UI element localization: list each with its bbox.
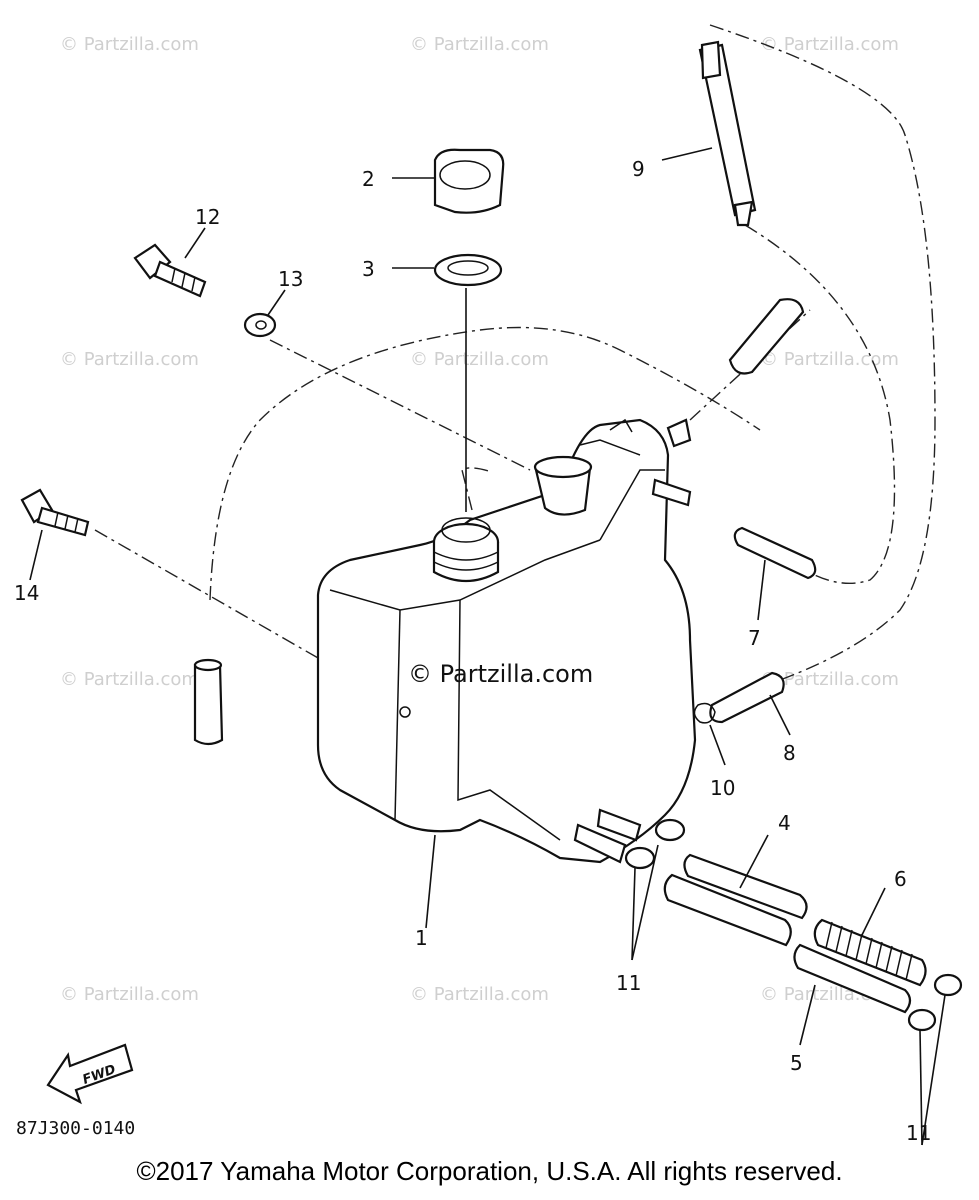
diagram-part-number: 87J300-0140	[16, 1118, 135, 1139]
washer-13	[243, 312, 277, 338]
callout-2: 2	[362, 167, 375, 191]
callout-13: 13	[278, 267, 303, 291]
hose-5	[793, 943, 912, 1014]
watermark: © Partzilla.com	[410, 349, 549, 370]
callout-3: 3	[362, 257, 375, 281]
callout-11: 11	[616, 971, 641, 995]
callout-7: 7	[748, 626, 761, 650]
callout-6: 6	[894, 867, 907, 891]
leader-lines	[29, 147, 946, 1146]
watermark: © Partzilla.com	[60, 984, 199, 1005]
spring-6	[813, 918, 927, 987]
watermark: © Partzilla.com	[410, 984, 549, 1005]
watermark: © Partzilla.com	[60, 34, 199, 55]
bolt-12	[133, 243, 207, 298]
callout-9: 9	[632, 157, 645, 181]
watermark: © Partzilla.com	[60, 669, 199, 690]
clips-11	[624, 818, 963, 1032]
copyright-notice: ©2017 Yamaha Motor Corporation, U.S.A. A…	[136, 1156, 843, 1186]
callout-4: 4	[778, 811, 791, 835]
watermark: © Partzilla.com	[760, 349, 899, 370]
callout-11-bottom: 11	[906, 1121, 931, 1145]
callout-1: 1	[415, 926, 428, 950]
callout-8: 8	[783, 741, 796, 765]
bolt-14	[20, 488, 90, 537]
watermark: © Partzilla.com	[60, 349, 199, 370]
watermark: © Partzilla.com	[410, 34, 549, 55]
callout-labels: 1 2 3 4 5 6 7 8 9 10 11 11 12 13 14	[14, 157, 907, 1075]
watermark: © Partzilla.com	[760, 34, 899, 55]
hose-4	[663, 853, 808, 947]
callout-12: 12	[195, 205, 220, 229]
o-ring-10	[693, 702, 716, 724]
watermark: © Partzilla.com	[760, 669, 899, 690]
hose-8	[709, 671, 785, 724]
oil-tank	[316, 418, 697, 864]
callout-5: 5	[790, 1051, 803, 1075]
center-watermark: © Partzilla.com	[408, 660, 593, 688]
hose-7	[733, 526, 817, 580]
hose-segment	[728, 298, 805, 375]
callout-14: 14	[14, 581, 39, 605]
hose-9	[698, 40, 757, 227]
callout-10: 10	[710, 776, 735, 800]
tank-cap	[433, 148, 505, 214]
cap-gasket	[433, 253, 503, 512]
parts-diagram: © Partzilla.com © Partzilla.com © Partzi…	[14, 24, 963, 1146]
hose-left	[193, 658, 224, 746]
forward-arrow-icon: FWD	[46, 1043, 134, 1105]
